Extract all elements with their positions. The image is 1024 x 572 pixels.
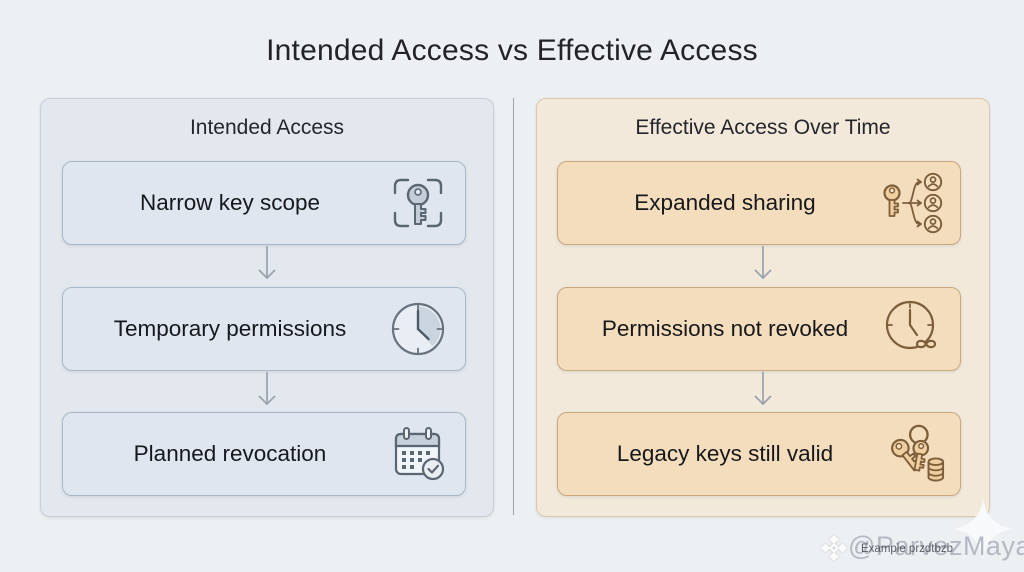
down-arrow-icon (754, 372, 772, 406)
flow-box-label: Permissions not revoked (601, 316, 849, 341)
diamond-logo (821, 535, 847, 561)
panel-effective-header: Effective Access Over Time (635, 116, 891, 139)
flow-box-temporary-permissions: Temporary permissions (62, 287, 466, 371)
watermark-caption: Example przdtbzb (861, 543, 954, 555)
panel-intended-access: Intended Access Narrow key scope (40, 98, 494, 517)
key-ring-database-icon (880, 421, 946, 487)
flow-box-expanded-sharing: Expanded sharing (557, 161, 961, 245)
flow-box-narrow-key-scope: Narrow key scope (62, 161, 466, 245)
flow-box-label: Temporary permissions (113, 316, 347, 341)
sparkle-decoration (953, 499, 1013, 559)
panel-intended-header: Intended Access (189, 116, 345, 139)
flow-box-permissions-not-revoked: Permissions not revoked (557, 287, 961, 371)
panel-effective-access: Effective Access Over Time Expanded shar… (536, 98, 990, 517)
down-arrow-icon (258, 372, 276, 406)
flow-box-label: Expanded sharing (634, 190, 816, 215)
flow-box-label: Planned revocation (133, 441, 327, 466)
watermark-handle: @ParvezMayar (848, 531, 1024, 561)
key-shared-to-users-icon (880, 170, 946, 236)
clock-icon (385, 296, 451, 362)
flow-box-label: Narrow key scope (139, 190, 321, 215)
down-arrow-icon (754, 246, 772, 280)
down-arrow-icon (258, 246, 276, 280)
calendar-check-icon (385, 421, 451, 487)
flow-box-planned-revocation: Planned revocation (62, 412, 466, 496)
flow-box-legacy-keys-valid: Legacy keys still valid (557, 412, 961, 496)
panel-divider (513, 98, 515, 515)
flow-box-label: Legacy keys still valid (616, 441, 834, 466)
page-title: Intended Access vs Effective Access (266, 34, 758, 67)
clock-infinity-icon (880, 296, 946, 362)
framed-key-icon (385, 170, 451, 236)
